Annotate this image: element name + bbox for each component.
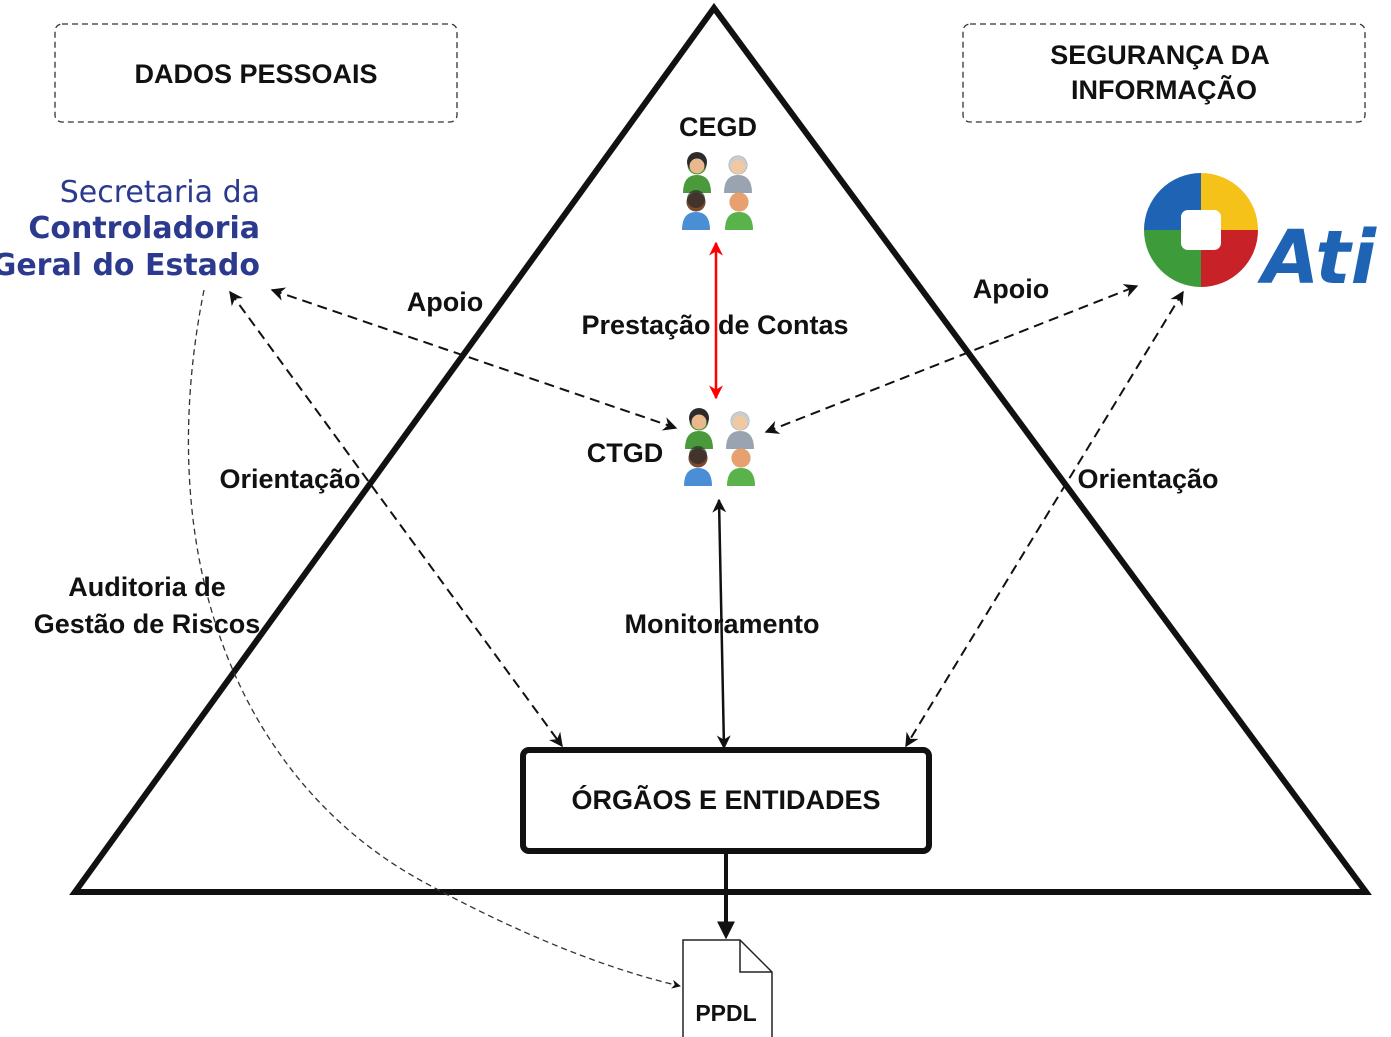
auditoria-label-line2: Gestão de Riscos	[34, 609, 261, 639]
orientacao-left-label: Orientação	[219, 464, 360, 494]
dados-pessoais-box: DADOS PESSOAIS	[54, 23, 458, 123]
orgaos-entidades-box: ÓRGÃOS E ENTIDADES	[520, 747, 932, 854]
monitoramento-label: Monitoramento	[625, 609, 820, 639]
dados-pessoais-label: DADOS PESSOAIS	[134, 59, 377, 89]
ati-logo: Ati	[1144, 173, 1378, 301]
ppdl-label: PPDL	[695, 1000, 756, 1026]
apoio-right-arrow	[764, 284, 1139, 434]
apoio-left-label: Apoio	[407, 287, 483, 317]
document-icon	[682, 939, 773, 1037]
scge-line1: Secretaria da	[60, 175, 260, 210]
monitoramento-arrow	[712, 498, 731, 750]
scge-line2: Controladoria	[28, 211, 260, 246]
orientacao-left-arrow	[229, 290, 563, 748]
orgaos-entidades-label: ÓRGÃOS E ENTIDADES	[571, 784, 880, 815]
seguranca-label-line2: INFORMAÇÃO	[1071, 74, 1257, 105]
ati-logo-text: Ati	[1257, 215, 1378, 301]
cegd-label: CEGD	[679, 112, 757, 142]
ppdl-document: PPDL	[682, 939, 773, 1037]
ctgd-label: CTGD	[587, 438, 664, 468]
apoio-right-label: Apoio	[973, 274, 1049, 304]
prestacao-contas-label: Prestação de Contas	[581, 310, 848, 340]
ctgd-people-icon	[684, 408, 755, 486]
scge-logo: Secretaria da Controladoria Geral do Est…	[0, 175, 260, 283]
auditoria-curve	[187, 289, 681, 989]
seguranca-informacao-box: SEGURANÇA DA INFORMAÇÃO	[962, 23, 1366, 123]
seguranca-label-line1: SEGURANÇA DA	[1050, 40, 1270, 70]
scge-line3: Geral do Estado	[0, 248, 260, 283]
orientacao-right-label: Orientação	[1077, 464, 1218, 494]
auditoria-label-line1: Auditoria de	[68, 572, 226, 602]
cegd-people-icon	[682, 152, 753, 230]
orientacao-right-arrow	[905, 290, 1184, 748]
ati-logo-icon	[1144, 173, 1258, 287]
